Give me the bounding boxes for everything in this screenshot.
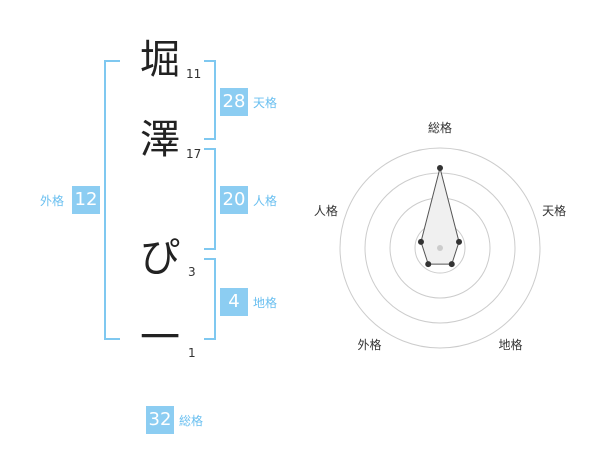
soukaku-score: 32 (146, 406, 174, 434)
radar-axis-label-1: 総格 (428, 120, 452, 135)
gaikaku-bracket (104, 60, 120, 340)
tenkaku-score: 28 (220, 88, 248, 116)
radar-point-1 (437, 165, 443, 171)
radar-axis-label-2: 天格 (542, 203, 566, 218)
radar-axis-label-4: 外格 (357, 337, 381, 352)
radar-axis-label-3: 地格 (499, 337, 523, 352)
gaikaku-label: 外格 (40, 194, 65, 208)
radar-ring (339, 147, 541, 349)
tenkaku-bracket (204, 60, 216, 140)
jinkaku-label: 人格 (253, 194, 278, 208)
gaikaku-score: 12 (72, 186, 100, 214)
radar-center (437, 245, 443, 251)
radar-point-4 (425, 261, 432, 268)
name-char-4: 一 (140, 315, 180, 361)
stroke-count-3: 3 (188, 265, 196, 279)
stroke-count-1: 11 (186, 67, 202, 81)
stroke-count-4: 1 (188, 346, 196, 360)
name-char-3: ぴ (140, 235, 180, 281)
stroke-count-2: 17 (186, 147, 202, 161)
radar-point-3 (448, 261, 455, 268)
radar-point-2 (456, 238, 463, 245)
chikaku-label: 地格 (253, 296, 278, 310)
radar-series-area (420, 167, 460, 265)
tenkaku-label: 天格 (253, 96, 278, 110)
chikaku-bracket (204, 258, 216, 340)
name-char-2: 澤 (140, 117, 180, 163)
jinkaku-score: 20 (220, 186, 248, 214)
soukaku-label: 総格 (179, 414, 204, 428)
jinkaku-bracket (204, 148, 216, 250)
radar-axis-label-5: 人格 (314, 203, 338, 218)
chikaku-score: 4 (220, 288, 248, 316)
radar-point-5 (417, 238, 424, 245)
name-char-1: 堀 (140, 37, 180, 83)
